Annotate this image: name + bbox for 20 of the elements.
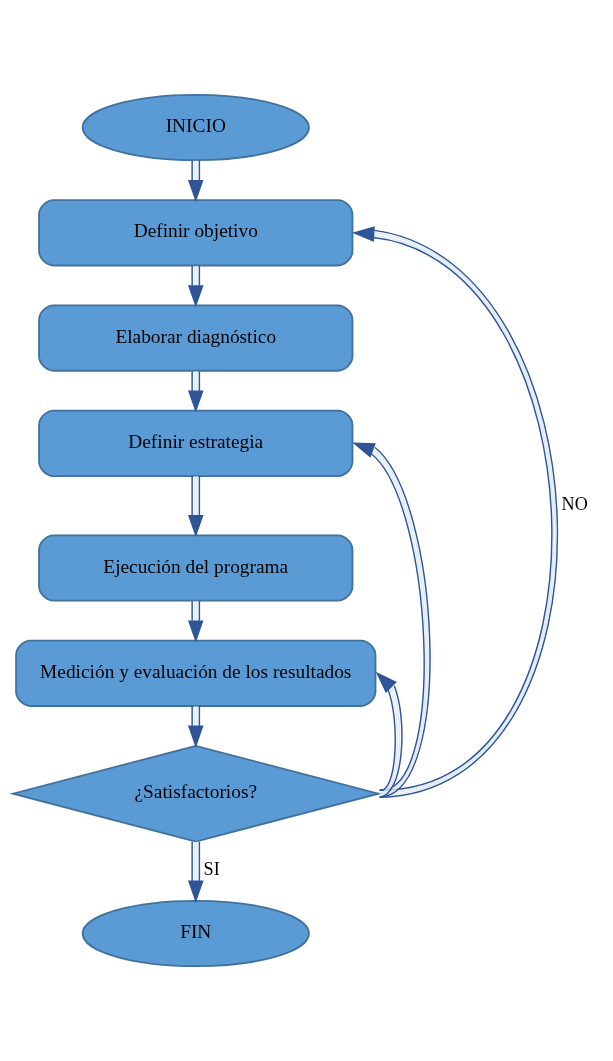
node-ellipse: INICIO [81,93,310,162]
node-box: Ejecución del programa [38,534,354,602]
arrow [187,160,204,203]
node-box: Definir objetivo [38,199,354,267]
edge-label: NO [561,493,588,514]
arrow [187,265,204,308]
arrow [187,705,204,748]
arrow [187,600,204,643]
node-box: Medición y evaluación de los resultados [15,639,377,707]
edge-label: SI [203,859,220,880]
arrow [187,370,204,413]
node-box: Elaborar diagnóstico [38,304,354,372]
node-diamond: ¿Satisfactorios? [9,744,383,843]
arrow [352,226,559,799]
arrow [187,841,204,903]
arrow [187,475,204,538]
node-box: Definir estrategia [38,409,354,477]
arrow [375,671,403,799]
arrow [352,442,431,799]
node-ellipse: FIN [81,899,310,968]
